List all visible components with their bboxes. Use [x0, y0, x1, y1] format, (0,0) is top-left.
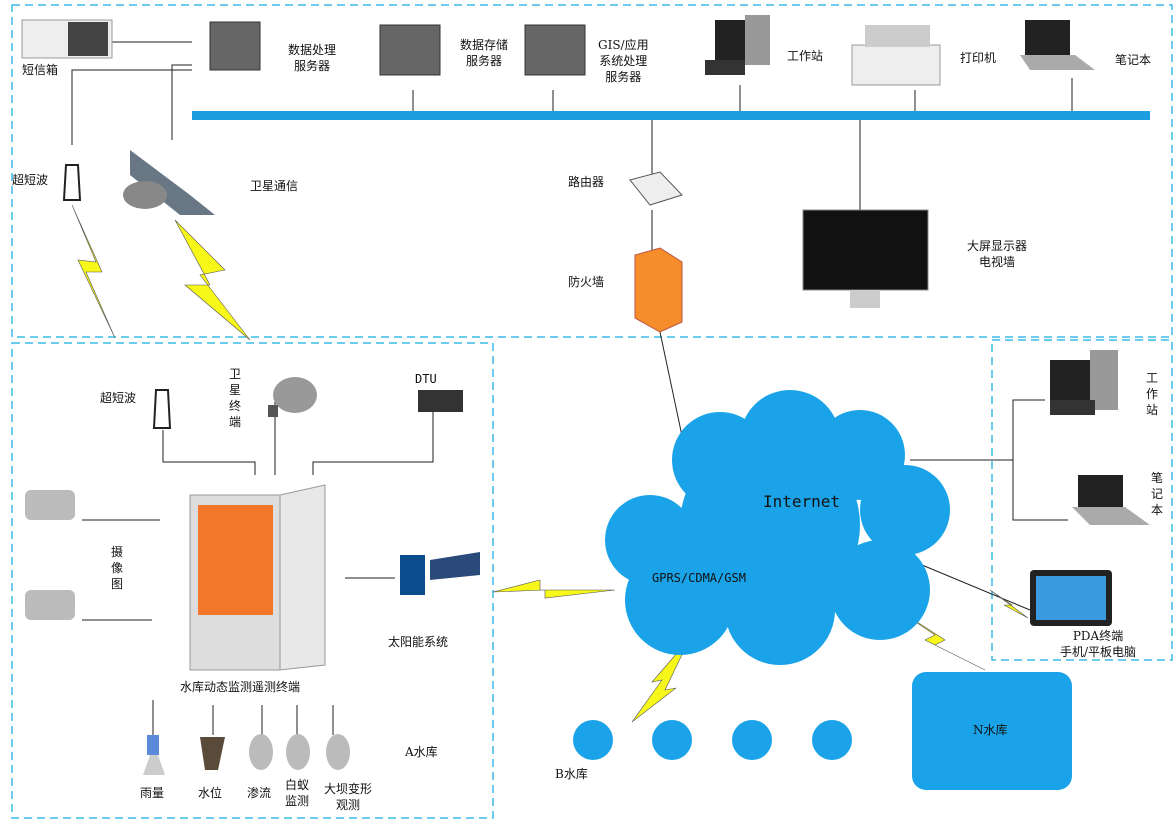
data-server-icon: [209, 21, 261, 71]
a-reservoir-frame: [11, 342, 494, 819]
center-frame: [11, 4, 1173, 338]
router-icon: [629, 171, 683, 206]
satellite-terminal-label: 卫星终端: [228, 367, 241, 429]
dam-deformation-db-icon: [326, 734, 350, 770]
firewall-label: 防火墙: [568, 275, 605, 289]
laptop-label: 笔记本: [1115, 53, 1152, 67]
workstation-icon: [705, 15, 770, 75]
pda-tablet-icon: [1030, 570, 1112, 626]
b-node: [732, 720, 772, 760]
dtu-label: DTU: [415, 372, 437, 386]
workstation-label: 工作站: [787, 49, 824, 63]
remote-workstation-icon: [1050, 350, 1118, 415]
satellite-dish-icon: [268, 377, 317, 417]
network-bus: [192, 111, 1150, 120]
n-reservoir-label: N水库: [973, 723, 1008, 737]
internet-label: Internet: [763, 492, 841, 511]
storage-server-label: 数据存储 服务器: [460, 38, 509, 68]
a-shortwave-antenna-icon: [152, 389, 172, 429]
sensor-label-termite: 白蚁 监测: [285, 778, 310, 808]
display-wall-label: 大屏显示器 电视墙: [967, 239, 1028, 269]
display-wall-icon: [802, 209, 929, 308]
printer-label: 打印机: [960, 51, 997, 65]
firewall-icon: [634, 247, 683, 333]
remote-clients-frame: [991, 339, 1173, 661]
b-node: [573, 720, 613, 760]
seepage-db-icon: [249, 734, 273, 770]
storage-server-icon: [379, 24, 441, 76]
gis-server-label: GIS/应用 系统处理 服务器: [598, 38, 649, 84]
router-label: 路由器: [568, 175, 605, 189]
b-node: [812, 720, 852, 760]
termite-db-icon: [286, 734, 310, 770]
sensor-label-seepage: 渗流: [247, 786, 272, 800]
gis-server-icon: [524, 24, 586, 76]
remote-laptop-icon: [1072, 475, 1150, 525]
n-reservoir-block: [912, 672, 1072, 790]
solar-label: 太阳能系统: [388, 635, 449, 649]
pda-label: PDA终端 手机/平板电脑: [1060, 629, 1137, 659]
b-reservoir-label: B水库: [555, 767, 588, 781]
a-reservoir-label: A水库: [405, 745, 438, 759]
a-shortwave-label: 超短波: [100, 391, 137, 405]
terminal-label: 水库动态监测遥测终端: [180, 680, 301, 694]
printer-icon: [851, 25, 941, 86]
sms-box-label: 短信箱: [22, 63, 59, 77]
data-server-label: 数据处理 服务器: [288, 43, 337, 73]
wireless-bolts: [71, 204, 1029, 723]
shortwave-antenna-icon: [62, 164, 82, 201]
satellite-icon: [123, 150, 215, 215]
gprs-label: GPRS/CDMA/GSM: [652, 571, 746, 585]
sms-box-icon: [21, 19, 113, 59]
satellite-label: 卫星通信: [250, 179, 299, 193]
rain-gauge-icon: [143, 735, 165, 775]
solar-system-icon: [400, 552, 480, 595]
b-node: [652, 720, 692, 760]
remote-laptop-label: 笔记本: [1150, 471, 1163, 517]
sensor-label-water-level: 水位: [198, 786, 223, 800]
b-reservoir-nodes: [573, 720, 852, 760]
camera-label: 摄像图: [110, 545, 123, 591]
telemetry-cabinet-icon: [189, 484, 326, 671]
water-level-icon: [200, 737, 225, 770]
camera-icon: [25, 490, 75, 520]
shortwave-label: 超短波: [12, 173, 49, 187]
internet-cloud-icon: [605, 390, 950, 665]
remote-workstation-label: 工作站: [1145, 371, 1158, 417]
sensor-label-dam-deformation: 大坝变形 观测: [324, 782, 373, 812]
camera-icon: [25, 590, 75, 620]
laptop-icon: [1020, 20, 1095, 70]
sensor-label-rain: 雨量: [140, 786, 165, 800]
dtu-icon: [418, 390, 463, 412]
